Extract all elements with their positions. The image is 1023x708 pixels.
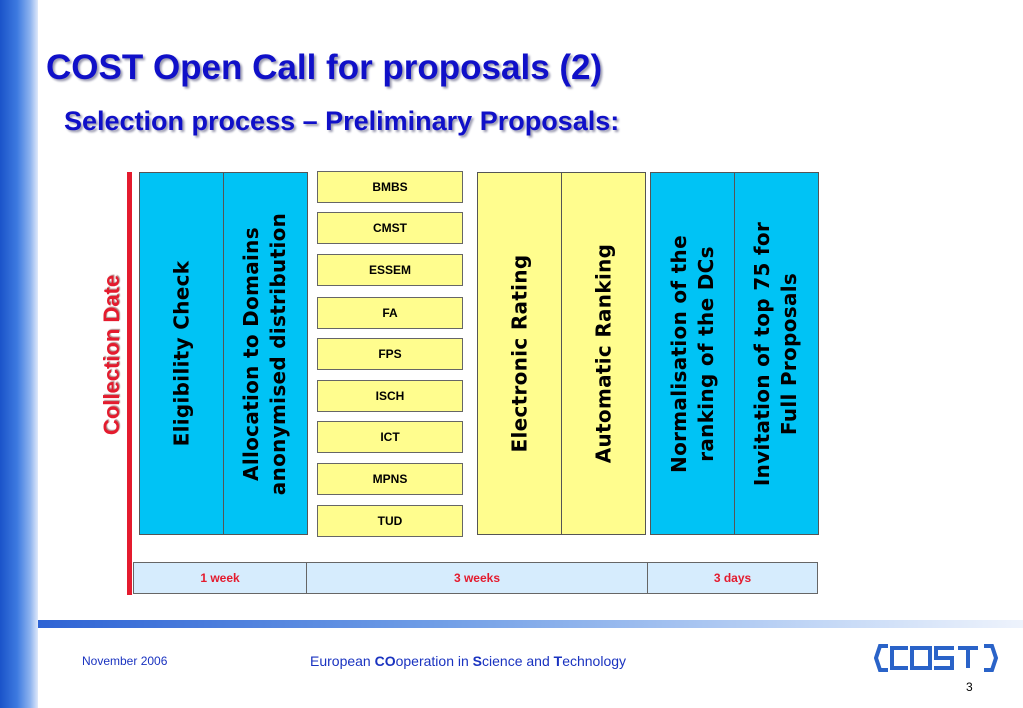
collection-date-line bbox=[127, 172, 132, 595]
step-rating-line: Electronic Rating bbox=[507, 254, 532, 453]
page-number: 3 bbox=[966, 680, 973, 694]
domain-box-tud: TUD bbox=[317, 505, 463, 537]
step-allocation: Allocation to Domains anonymised distrib… bbox=[223, 172, 308, 535]
step-invitation: Invitation of top 75 for Full Proposals bbox=[734, 172, 819, 535]
step-allocation-line-2: anonymised distribution bbox=[266, 212, 291, 495]
tagline-bold-1: CO bbox=[374, 653, 396, 669]
timeline-bar: 1 week 3 weeks 3 days bbox=[133, 562, 818, 594]
domain-box-cmst: CMST bbox=[317, 212, 463, 244]
step-normalisation-line-1: Normalisation of the bbox=[666, 234, 691, 473]
timeline-segment-3-days: 3 days bbox=[647, 563, 817, 593]
left-gradient-bar bbox=[0, 0, 38, 708]
step-normalisation-line-2: ranking of the DCs bbox=[693, 245, 718, 462]
cost-logo-icon bbox=[874, 644, 999, 672]
domain-box-bmbs: BMBS bbox=[317, 171, 463, 203]
step-ranking-line: Automatic Ranking bbox=[591, 243, 616, 464]
timeline-segment-3-weeks: 3 weeks bbox=[306, 563, 647, 593]
domain-box-essem: ESSEM bbox=[317, 254, 463, 286]
tagline-part-4: echnology bbox=[562, 653, 627, 669]
domain-box-mpns: MPNS bbox=[317, 463, 463, 495]
step-eligibility-text: Eligibility Check bbox=[168, 261, 195, 447]
footer-date: November 2006 bbox=[82, 654, 168, 668]
step-invitation-line-2: Full Proposals bbox=[777, 272, 802, 435]
tagline-part-2: operation in bbox=[395, 653, 473, 669]
step-allocation-text: Allocation to Domains anonymised distrib… bbox=[239, 212, 293, 494]
step-electronic-rating: Electronic Rating bbox=[477, 172, 562, 535]
domain-box-fa: FA bbox=[317, 297, 463, 329]
timeline-segment-1-week: 1 week bbox=[200, 571, 240, 585]
tagline-part-3: cience and bbox=[482, 653, 554, 669]
page-title: COST Open Call for proposals (2) bbox=[46, 48, 603, 87]
tagline-part-1: European bbox=[310, 653, 375, 669]
step-invitation-line-1: Invitation of top 75 for bbox=[750, 221, 775, 486]
domain-box-isch: ISCH bbox=[317, 380, 463, 412]
tagline-bold-3: T bbox=[553, 653, 563, 669]
domain-box-ict: ICT bbox=[317, 421, 463, 453]
tagline-bold-2: S bbox=[472, 653, 483, 669]
step-ranking-text: Automatic Ranking bbox=[590, 244, 617, 464]
step-rating-text: Electronic Rating bbox=[506, 255, 533, 453]
step-eligibility-check: Eligibility Check bbox=[139, 172, 224, 535]
step-eligibility-line: Eligibility Check bbox=[169, 260, 194, 447]
step-invitation-text: Invitation of top 75 for Full Proposals bbox=[750, 221, 804, 485]
domain-box-fps: FPS bbox=[317, 338, 463, 370]
collection-date-text: Collection Date bbox=[99, 274, 124, 436]
step-normalisation: Normalisation of the ranking of the DCs bbox=[650, 172, 735, 535]
step-allocation-line-1: Allocation to Domains bbox=[239, 226, 264, 481]
page-subtitle: Selection process – Preliminary Proposal… bbox=[64, 106, 620, 136]
step-normalisation-text: Normalisation of the ranking of the DCs bbox=[666, 235, 720, 473]
footer-gradient-line bbox=[38, 620, 1023, 628]
step-automatic-ranking: Automatic Ranking bbox=[561, 172, 646, 535]
footer-tagline: European COoperation in Science and Tech… bbox=[310, 653, 626, 669]
